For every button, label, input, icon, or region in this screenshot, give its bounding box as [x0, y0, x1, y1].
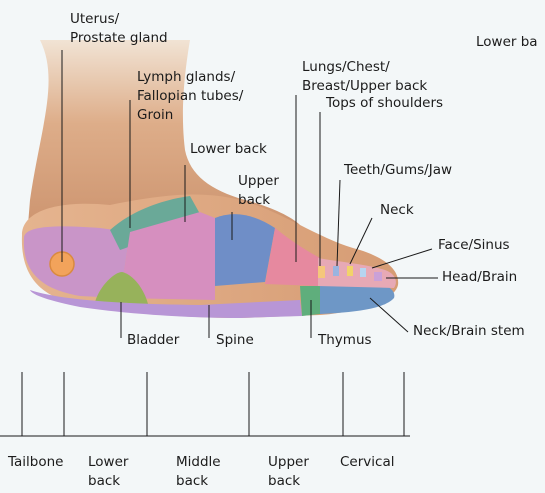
label-face: Face/Sinus: [438, 236, 510, 255]
section-upper-back: Upper back: [268, 453, 309, 491]
zone-thymus: [300, 286, 320, 316]
zone-head: [374, 272, 382, 281]
label-lungs: Lungs/Chest/ Breast/Upper back: [302, 58, 427, 96]
label-spine: Spine: [216, 331, 254, 350]
label-neck-brain-stem: Neck/Brain stem: [413, 322, 525, 341]
spine-section-bracket: [0, 372, 410, 436]
zone-teeth: [333, 266, 339, 276]
label-uterus: Uterus/ Prostate gland: [70, 10, 168, 48]
label-bladder: Bladder: [127, 331, 179, 350]
section-tailbone: Tailbone: [8, 453, 63, 472]
section-lower-back: Lower back: [88, 453, 128, 491]
leader-face: [372, 249, 432, 268]
label-thymus: Thymus: [318, 331, 372, 350]
section-cervical: Cervical: [340, 453, 394, 472]
label-lower-back: Lower back: [190, 140, 267, 159]
zone-neck: [347, 266, 353, 276]
label-lymph: Lymph glands/ Fallopian tubes/ Groin: [137, 68, 243, 125]
zone-face: [360, 268, 366, 277]
zone-tops-of-shoulders: [318, 266, 325, 278]
label-upper-back: Upper back: [238, 172, 279, 210]
label-neck: Neck: [380, 201, 414, 220]
label-lower-back-cut: Lower ba: [476, 33, 538, 52]
zone-upper-back: [215, 214, 275, 286]
section-middle-back: Middle back: [176, 453, 221, 491]
leader-neck-brain-stem: [370, 298, 408, 332]
label-head: Head/Brain: [442, 268, 517, 287]
label-teeth: Teeth/Gums/Jaw: [344, 161, 452, 180]
label-tops-of-shoulders: Tops of shoulders: [326, 94, 443, 113]
